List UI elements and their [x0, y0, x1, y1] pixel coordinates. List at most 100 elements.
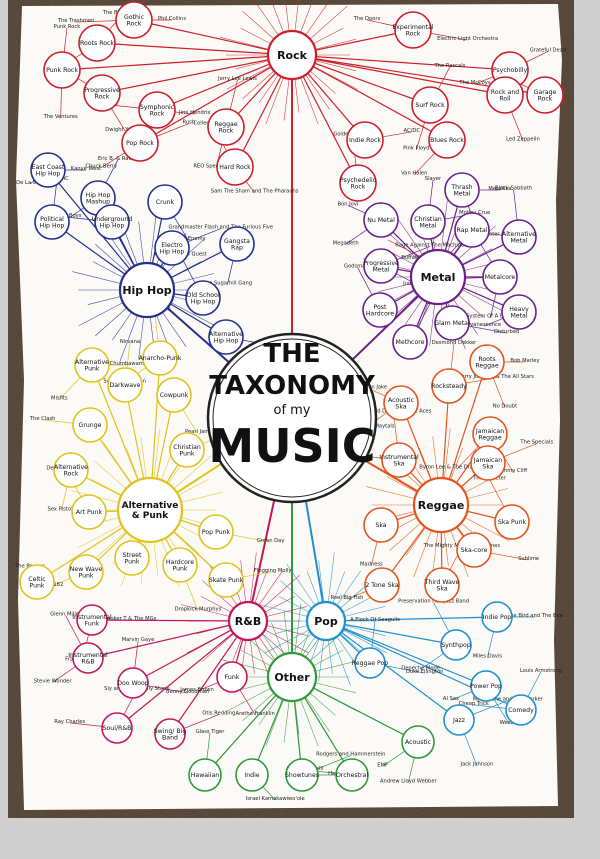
svg-text:Pop Rock: Pop Rock: [126, 140, 154, 147]
artist-label: Electric Light Orchestra: [437, 36, 498, 42]
svg-text:Jazz: Jazz: [452, 717, 465, 724]
subgenre-node: Crunk: [147, 184, 183, 220]
artist-label: Megadeth: [333, 240, 359, 246]
subgenre-node: Funk: [216, 661, 248, 693]
artist-label: System Of A Down: [466, 314, 514, 320]
artist-label: EMF: [377, 762, 388, 768]
artist-label: The Ventures: [43, 114, 78, 120]
artist-label: Glass Tiger: [196, 729, 226, 735]
subgenre-node: 2 Tone Ska: [364, 567, 400, 603]
subgenre-node: Nu Metal: [363, 202, 399, 238]
svg-text:Reggae: Reggae: [214, 121, 237, 128]
hub-node-hiphop: Hip Hop: [118, 261, 176, 319]
subgenre-node: Rocksteady: [431, 368, 467, 404]
svg-text:Reggae: Reggae: [475, 363, 498, 370]
svg-text:Instrumental: Instrumental: [72, 614, 112, 621]
svg-text:Soul/R&B: Soul/R&B: [103, 725, 132, 732]
svg-text:Cowpunk: Cowpunk: [160, 392, 189, 399]
svg-text:R&B: R&B: [81, 659, 94, 666]
svg-text:Acoustic: Acoustic: [405, 739, 432, 746]
artist-label: Sex Pistols: [48, 507, 76, 513]
subgenre-node: Hawaiian: [188, 758, 222, 792]
hub-node-rock: Rock: [266, 29, 318, 81]
artist-label: Preservation Hall Jazz Band: [398, 599, 469, 605]
svg-text:Old School: Old School: [186, 292, 219, 299]
svg-text:Funk: Funk: [85, 621, 100, 628]
svg-text:Punk: Punk: [84, 366, 99, 373]
subgenre-node: Synthpop: [440, 629, 472, 661]
subgenre-node: Soul/R&B: [101, 712, 133, 744]
artist-label: The Trashmen: [57, 18, 95, 24]
svg-text:Thrash: Thrash: [450, 184, 472, 191]
subgenre-node: Cowpunk: [156, 377, 192, 413]
artist-label: The Rascals: [434, 63, 466, 69]
svg-text:Pop Punk: Pop Punk: [202, 529, 231, 536]
subgenre-node: Hard Rock: [216, 148, 254, 186]
artist-label: Black Sabbath: [495, 185, 532, 191]
svg-text:Alternative: Alternative: [502, 231, 536, 238]
artist-label: Jack Johnson: [460, 762, 494, 768]
svg-text:Rock and: Rock and: [491, 89, 519, 96]
subgenre-node: Acoustic: [401, 725, 435, 759]
svg-text:Doo Woop: Doo Woop: [117, 680, 149, 687]
svg-text:Ska: Ska: [395, 404, 406, 411]
subgenre-node: Punk Rock: [43, 51, 81, 89]
artist-label: Louis Armstrong: [520, 668, 562, 674]
svg-text:Hardcore: Hardcore: [166, 559, 194, 566]
svg-text:Synthpop: Synthpop: [441, 642, 471, 649]
subgenre-node: Reggae Pop: [352, 647, 389, 679]
artist-label: Depeche Mode: [401, 665, 440, 671]
artist-label: Pink Floyd: [403, 146, 429, 152]
svg-text:Third Wave: Third Wave: [424, 579, 460, 586]
svg-text:Rock: Rock: [219, 128, 234, 135]
svg-text:Psychedelic: Psychedelic: [340, 177, 377, 184]
svg-text:Metal: Metal: [510, 238, 527, 245]
svg-text:Hip Hop: Hip Hop: [160, 249, 185, 256]
svg-text:Reggae Pop: Reggae Pop: [352, 660, 389, 667]
svg-text:Psychobilly: Psychobilly: [493, 67, 528, 74]
svg-text:Electro: Electro: [161, 242, 183, 249]
artist-label: Disturbed: [494, 329, 519, 335]
artist-label: Israel Kamakawiwo'ole: [246, 796, 305, 802]
svg-text:Underground: Underground: [92, 216, 133, 223]
artist-label: Led Zeppelin: [506, 137, 540, 143]
svg-text:Garage: Garage: [534, 89, 557, 96]
artist-label: Godsmack: [344, 264, 371, 270]
svg-text:Instrumental: Instrumental: [68, 652, 108, 659]
subgenre-node: Darkwave: [107, 367, 143, 403]
artist-label: De La Soul: [16, 180, 44, 186]
artist-label: Otis Redding: [202, 711, 235, 717]
svg-text:Post: Post: [374, 304, 388, 311]
artist-label: The Specials: [519, 440, 553, 446]
artist-label: Madness: [360, 562, 383, 568]
svg-text:Punk: Punk: [29, 583, 44, 590]
artist-label: Marvin Gaye: [122, 637, 155, 643]
hub-node-metal: Metal: [409, 248, 467, 306]
svg-text:Progressive: Progressive: [363, 260, 399, 267]
svg-text:Alternative: Alternative: [209, 331, 243, 338]
artist-label: The Sugarhill Gang: [202, 281, 252, 287]
artist-label: Kanye West: [71, 166, 101, 172]
svg-text:Metal: Metal: [372, 267, 389, 274]
svg-text:Roll: Roll: [499, 96, 511, 103]
subgenre-node: Roots Rock: [78, 24, 116, 62]
artist-label: Duke Ellington: [406, 669, 444, 675]
svg-text:Indie Rock: Indie Rock: [349, 137, 381, 144]
artist-label: Dropkick Murphys: [175, 607, 222, 613]
svg-text:Indie Pop: Indie Pop: [483, 614, 511, 621]
subgenre-node: Rap Metal: [454, 212, 490, 248]
artist-label: Eric B. & Rakim: [98, 156, 138, 162]
subgenre-node: Grunge: [72, 407, 108, 443]
